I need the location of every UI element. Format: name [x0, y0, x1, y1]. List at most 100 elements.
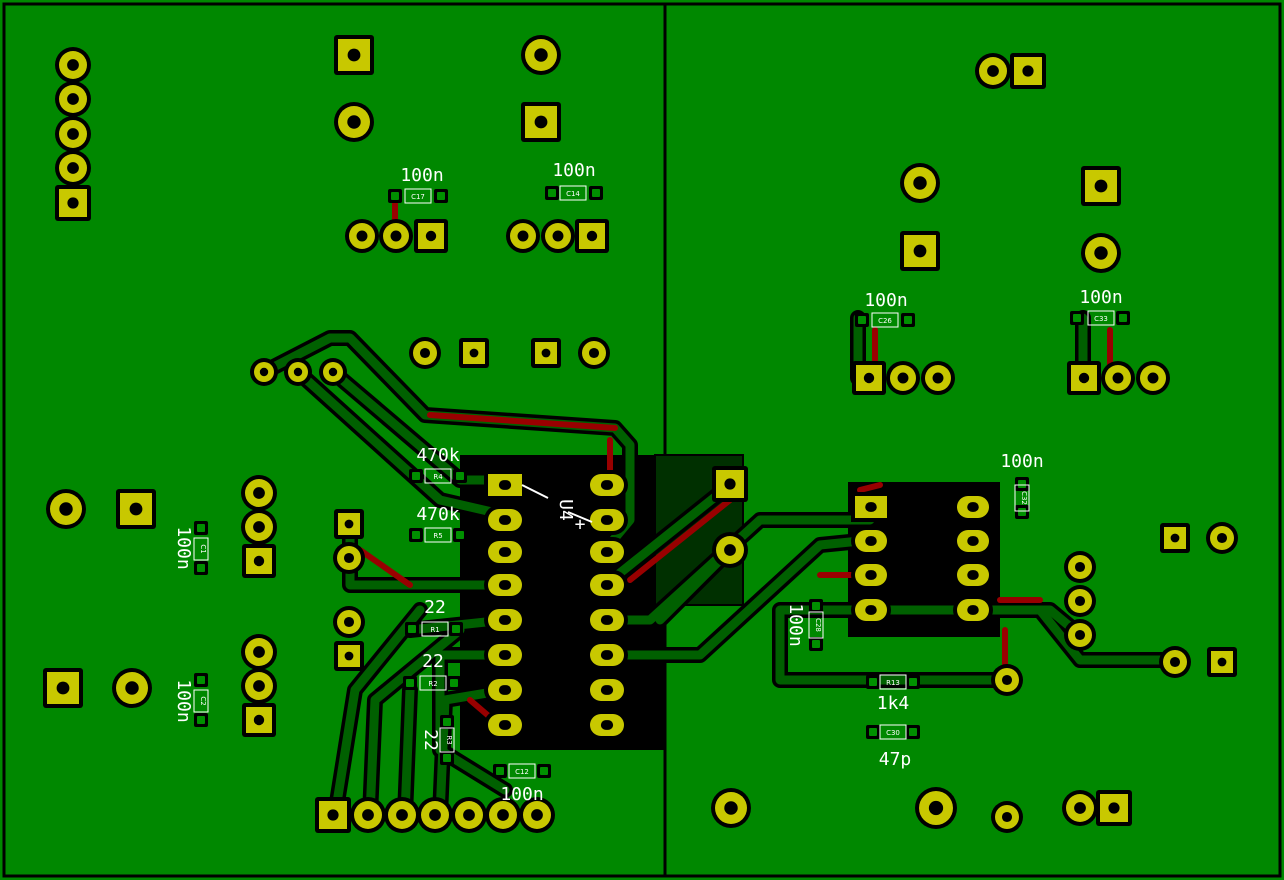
r2-value: 22	[422, 651, 444, 672]
ic-pin-pad	[953, 560, 993, 590]
square-pad	[43, 668, 83, 708]
r3-value: 22	[420, 729, 441, 751]
round-pad	[333, 606, 365, 638]
ic-pin-pad	[851, 560, 891, 590]
square-pad	[459, 338, 489, 368]
header-pin-pad	[451, 797, 487, 833]
header-pin-pad	[55, 47, 91, 83]
square-pad	[334, 35, 374, 75]
round-pad	[915, 787, 957, 829]
ic-pin-pad	[953, 492, 993, 522]
c12-ref: C12	[515, 768, 529, 776]
c14-value: 100n	[552, 160, 595, 181]
round-pad	[241, 634, 277, 670]
round-pad	[1064, 619, 1096, 651]
square-pad	[852, 361, 886, 395]
round-pad	[521, 35, 561, 75]
ic-pin-pad	[953, 595, 993, 625]
smd-pad-pair	[194, 673, 208, 727]
c14-ref: C14	[566, 190, 580, 198]
c28-value: 100n	[785, 603, 806, 646]
u4-pin-pad	[586, 537, 628, 567]
u4-pin-pad	[484, 675, 526, 705]
smd-pad-pair	[194, 521, 208, 575]
c30-value: 47p	[879, 749, 912, 770]
square-pad	[334, 641, 364, 671]
ic-pin1-pad	[851, 492, 891, 522]
square-pad	[1207, 647, 1237, 677]
c28-ref: C28	[814, 618, 822, 632]
square-pad	[334, 509, 364, 539]
r5-value: 470k	[416, 504, 460, 525]
u4-pin-pad	[484, 505, 526, 535]
round-pad	[1081, 233, 1121, 273]
c12-value: 100n	[500, 784, 543, 805]
pad-layer	[43, 35, 1238, 833]
square-pad	[242, 544, 276, 578]
c17-ref: C17	[411, 193, 425, 201]
square-pad	[414, 219, 448, 253]
round-pad	[578, 337, 610, 369]
smd-pad-pair	[1015, 477, 1029, 519]
smd-pad-pair	[866, 725, 920, 739]
round-pad	[506, 219, 540, 253]
ic-pin-pad	[851, 595, 891, 625]
r13-value: 1k4	[877, 693, 910, 714]
u4-plus: +	[575, 514, 586, 535]
smd-pad-pair	[440, 715, 454, 765]
r4-ref: R4	[433, 473, 443, 481]
u4-pin-pad	[484, 640, 526, 670]
square-pad	[242, 703, 276, 737]
header-pin-pad	[384, 797, 420, 833]
square-pad	[1081, 166, 1121, 206]
c2-value: 100n	[173, 679, 194, 722]
smd-pad-pair	[493, 764, 551, 778]
round-pad	[1159, 646, 1191, 678]
r4-value: 470k	[416, 445, 460, 466]
round-pad	[319, 358, 347, 386]
r1-ref: R1	[430, 626, 439, 634]
round-pad	[1136, 361, 1170, 395]
c1-ref: C1	[199, 544, 207, 553]
u4-pin-pad	[586, 640, 628, 670]
header-pin-pad	[417, 797, 453, 833]
round-pad	[975, 53, 1011, 89]
round-pad	[345, 219, 379, 253]
header-pin-pad	[55, 116, 91, 152]
square-pad	[1160, 523, 1190, 553]
smd-pad-pair	[809, 599, 823, 651]
c33-value: 100n	[1079, 287, 1122, 308]
round-pad	[46, 489, 86, 529]
header-pin-pad	[485, 797, 521, 833]
smd-pad-pair	[855, 313, 915, 327]
header-pin-pad	[55, 150, 91, 186]
r1-value: 22	[424, 597, 446, 618]
smd-pad-pair	[403, 676, 461, 690]
square-pad	[575, 219, 609, 253]
c33-ref: C33	[1094, 315, 1108, 323]
round-pad	[409, 337, 441, 369]
c2-ref: C2	[199, 696, 207, 705]
header-pin-pad	[350, 797, 386, 833]
u4-pin-pad	[484, 605, 526, 635]
round-pad	[921, 361, 955, 395]
round-pad	[1064, 585, 1096, 617]
round-pad	[284, 358, 312, 386]
round-pad	[333, 542, 365, 574]
u4-pin1-pad	[484, 470, 526, 500]
round-pad	[241, 475, 277, 511]
round-pad	[379, 219, 413, 253]
c30-ref: C30	[886, 729, 900, 737]
round-pad	[1062, 790, 1098, 826]
silkscreen: 100n C17 100n C14 100n C26 100n C33 470k…	[173, 160, 1123, 805]
header-pin-pad	[519, 797, 555, 833]
square-pad	[900, 231, 940, 271]
round-pad	[886, 361, 920, 395]
bottom-tracks	[357, 197, 1113, 733]
u4-pin-pad	[586, 570, 628, 600]
c26-value: 100n	[864, 290, 907, 311]
square-pad	[116, 489, 156, 529]
smd-pad-pair	[409, 469, 467, 483]
round-pad	[991, 801, 1023, 833]
square-pad	[521, 102, 561, 142]
